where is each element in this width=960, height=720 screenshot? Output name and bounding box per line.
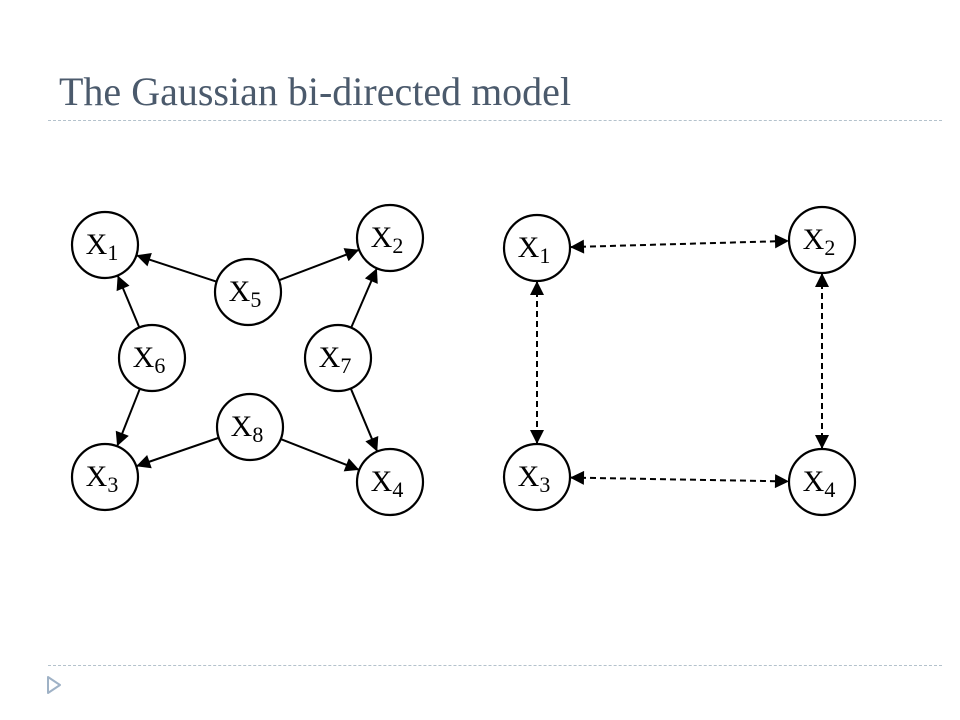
node-circle [787,447,857,517]
left-edge-x6-x3 [115,388,141,447]
left-edge-x5-x1 [136,253,217,283]
footer-divider [48,665,942,666]
left-edge-x8-x4 [280,438,360,472]
left-edge-x7-x2 [350,267,378,329]
node-label: X8 [231,410,264,447]
left-node-x6: X6 [117,323,187,393]
right-node-x1: X1 [502,213,572,283]
left-edge-x6-x1 [116,275,141,328]
node-circle [303,323,373,393]
right-edge-x1-x2 [569,234,790,254]
node-circle [355,203,425,273]
node-circle [502,442,572,512]
right-node-x2: X2 [787,205,857,275]
left-node-x4: X4 [355,447,425,517]
node-circle [215,392,285,462]
node-label: X4 [371,465,404,502]
left-node-x5: X5 [213,257,283,327]
triangle-right-icon [47,676,61,694]
node-label: X1 [518,231,551,268]
node-label: X7 [319,341,352,378]
right-node-x4: X4 [787,447,857,517]
node-label: X2 [803,223,836,260]
left-node-x1: X1 [70,210,140,280]
right-edge-x3-x4 [569,470,790,489]
left-node-x8: X8 [215,392,285,462]
node-circle [117,323,187,393]
left-edge-x7-x4 [349,388,379,452]
node-label: X6 [133,341,166,378]
title-divider [48,120,942,121]
left-node-x7: X7 [303,323,373,393]
left-edge-x8-x3 [135,436,220,469]
left-node-x3: X3 [70,442,140,512]
node-circle [502,213,572,283]
node-label: X5 [229,275,262,312]
left-node-x2: X2 [355,203,425,273]
node-circle [787,205,857,275]
node-label: X4 [803,465,836,502]
node-circle [355,447,425,517]
right-node-x3: X3 [502,442,572,512]
left-edge-x5-x2 [278,248,360,282]
node-label: X2 [371,221,404,258]
node-label: X3 [86,460,119,497]
node-label: X1 [86,228,119,265]
node-circle [70,442,140,512]
node-circle [213,257,283,327]
slide-title: The Gaussian bi-directed model [59,69,572,114]
node-circle [70,210,140,280]
node-label: X3 [518,460,551,497]
